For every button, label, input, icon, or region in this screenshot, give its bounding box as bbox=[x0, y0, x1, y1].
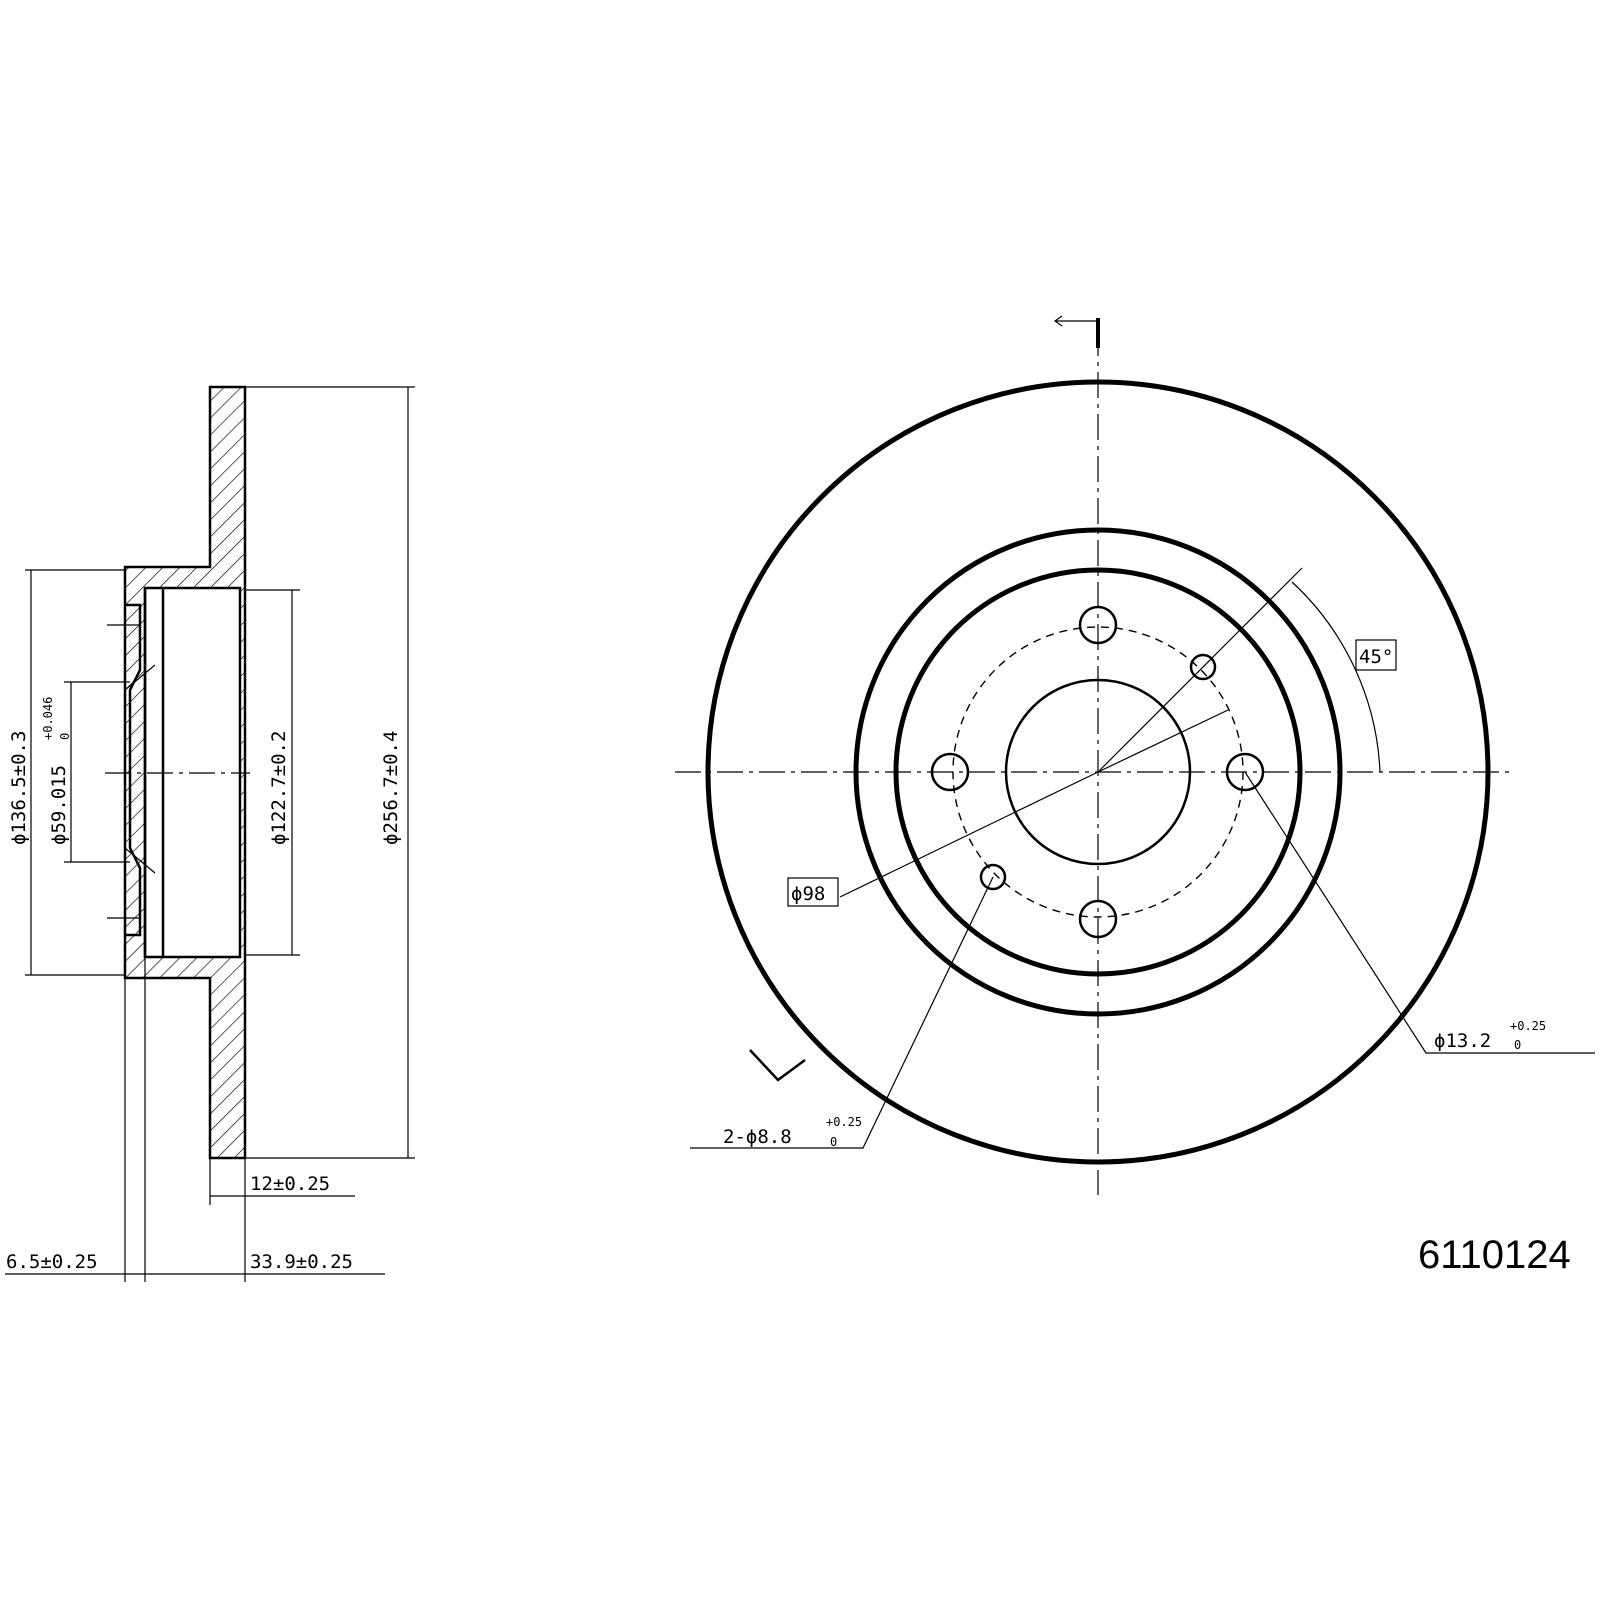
pitch-circle bbox=[952, 626, 1244, 918]
bolt-hole-label: ϕ13.2 bbox=[1434, 1030, 1491, 1052]
bore-chamfer-top bbox=[124, 664, 156, 691]
angle-label: 45° bbox=[1359, 646, 1393, 668]
pin-hole-lower bbox=[979, 863, 1007, 891]
disc-outer-circle bbox=[705, 379, 1491, 1165]
dim-bore-tol: +0.046 bbox=[41, 697, 55, 740]
dim-hub-heights: 6.5±0.25 33.9±0.25 bbox=[5, 957, 385, 1282]
dim-bore-label: ϕ59.015 bbox=[48, 765, 70, 845]
dim-inner-friction: ϕ122.7±0.2 bbox=[245, 589, 300, 956]
pcd-leader bbox=[839, 771, 1099, 898]
dim-outer-hub-label: ϕ136.5±0.3 bbox=[8, 731, 30, 845]
bolt-hole-bottom bbox=[1078, 899, 1118, 939]
disc-section bbox=[123, 385, 247, 1160]
bore-circle bbox=[1004, 678, 1192, 866]
bolt-hole-tol-low: 0 bbox=[1514, 1038, 1521, 1052]
angle-box bbox=[1355, 639, 1397, 671]
pcd-box bbox=[787, 877, 839, 907]
bore-chamfer-bottom bbox=[124, 847, 156, 874]
part-number: 6110124 bbox=[1418, 1233, 1571, 1277]
dim-total-height-label: 33.9±0.25 bbox=[250, 1251, 353, 1273]
surface-finish-mark bbox=[749, 1049, 806, 1082]
section-marker bbox=[1053, 315, 1100, 348]
bolt-hole-right bbox=[1225, 752, 1265, 792]
pin-hole-tol-low: 0 bbox=[830, 1135, 837, 1149]
bore-notch bbox=[125, 603, 142, 937]
pcd-label: ϕ98 bbox=[791, 883, 825, 905]
friction-inner-circle bbox=[853, 527, 1343, 1017]
bolt-hole-top bbox=[1078, 605, 1118, 645]
dim-hub-thickness-label: 6.5±0.25 bbox=[6, 1251, 98, 1273]
bolt-hole-tol-high: +0.25 bbox=[1510, 1019, 1546, 1033]
angle-arc bbox=[1291, 581, 1381, 773]
dim-bore-tol-low: 0 bbox=[58, 733, 72, 740]
hub-outer-circle bbox=[893, 567, 1303, 977]
side-section-view: ϕ136.5±0.3 ϕ59.015 +0.046 0 ϕ122.7±0.2 ϕ… bbox=[5, 385, 415, 1282]
dim-outer-hub: ϕ136.5±0.3 bbox=[8, 569, 125, 976]
dim-disc: ϕ256.7±0.4 bbox=[245, 386, 415, 1159]
dim-bore: ϕ59.015 +0.046 0 bbox=[41, 681, 130, 863]
pcd-radius-line bbox=[1097, 709, 1229, 773]
front-view: 45° ϕ98 ϕ13.2 +0.25 0 2-ϕ8.8 +0.25 0 bbox=[675, 315, 1595, 1195]
dim-thickness-label: 12±0.25 bbox=[250, 1173, 330, 1195]
dim-disc-label: ϕ256.7±0.4 bbox=[380, 731, 402, 845]
pin-hole-label: 2-ϕ8.8 bbox=[723, 1126, 792, 1148]
pin-hole-upper bbox=[1189, 653, 1217, 681]
dim-inner-friction-label: ϕ122.7±0.2 bbox=[268, 731, 290, 845]
angle-ray bbox=[1097, 567, 1303, 773]
dim-thickness: 12±0.25 bbox=[209, 1158, 355, 1205]
bolt-hole-leader bbox=[1244, 771, 1595, 1054]
pin-hole-tol-high: +0.25 bbox=[826, 1115, 862, 1129]
bolt-hole-left bbox=[930, 752, 970, 792]
pin-hole-leader bbox=[690, 876, 994, 1149]
